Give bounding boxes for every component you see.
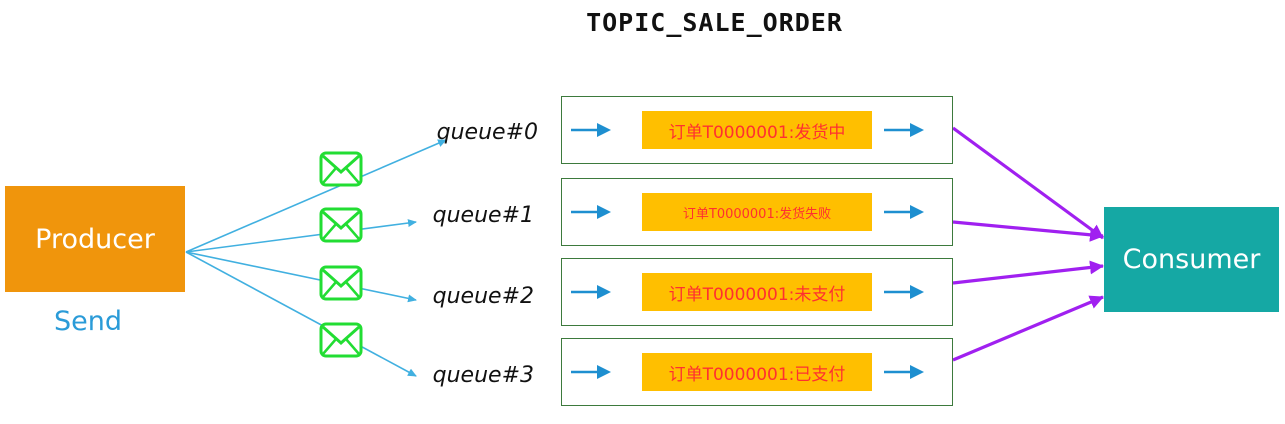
queue-box-1: 订单T0000001:发货失败 [561, 178, 953, 246]
queue-label-3: queue#3 [432, 363, 534, 388]
send-label: Send [54, 306, 123, 337]
envelope-icon [319, 265, 363, 301]
send-arrow-queue-3 [185, 251, 417, 377]
queue-box-0: 订单T0000001:发货中 [561, 96, 953, 164]
consumer-box: Consumer [1104, 207, 1279, 312]
queue-box-3: 订单T0000001:已支付 [561, 338, 953, 406]
order-message: 订单T0000001:发货失败 [642, 193, 872, 231]
envelope-icon [319, 207, 363, 243]
queue-label-1: queue#1 [432, 203, 534, 228]
producer-label: Producer [35, 223, 155, 255]
queue-label-0: queue#0 [436, 120, 538, 145]
consumer-label: Consumer [1122, 244, 1261, 275]
arrow-right-icon [884, 285, 924, 299]
arrow-right-icon [571, 123, 611, 137]
topic-title: TOPIC_SALE_ORDER [586, 8, 843, 37]
producer-box: Producer [5, 186, 185, 292]
consume-arrow-queue-1 [952, 220, 1104, 242]
consume-arrow-queue-2 [952, 260, 1104, 285]
arrow-right-icon [571, 285, 611, 299]
send-arrow-queue-1 [185, 219, 417, 253]
arrow-right-icon [884, 123, 924, 137]
order-message: 订单T0000001:发货中 [642, 111, 872, 149]
envelope-icon [319, 151, 363, 187]
arrow-right-icon [884, 365, 924, 379]
arrow-right-icon [884, 205, 924, 219]
arrow-right-icon [571, 205, 611, 219]
order-message: 订单T0000001:已支付 [642, 353, 872, 391]
send-arrow-queue-0 [185, 139, 447, 253]
send-arrow-queue-2 [185, 251, 417, 303]
queue-box-2: 订单T0000001:未支付 [561, 258, 953, 326]
consume-arrow-queue-0 [952, 126, 1104, 240]
consume-arrow-queue-3 [952, 295, 1104, 362]
arrow-right-icon [571, 365, 611, 379]
order-message: 订单T0000001:未支付 [642, 273, 872, 311]
envelope-icon [319, 322, 363, 358]
queue-label-2: queue#2 [432, 284, 534, 309]
